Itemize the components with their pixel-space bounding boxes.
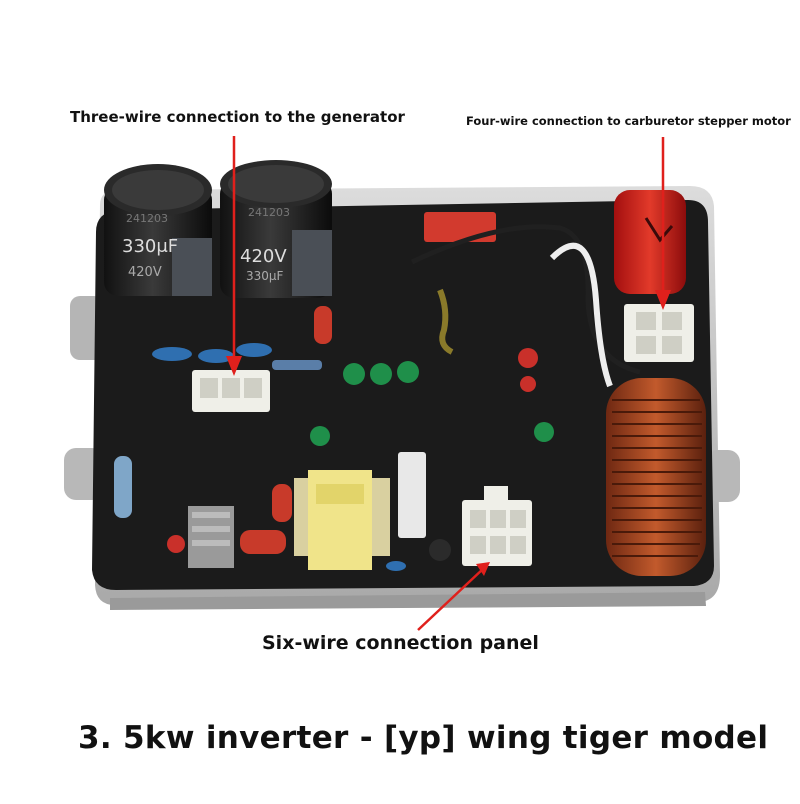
capacitor-left-code: 241203 (126, 212, 168, 225)
small-blue-capacitor (386, 561, 406, 571)
pin-header-connector (398, 452, 426, 538)
four-wire-connector[interactable] (624, 304, 694, 362)
green-capacitors (310, 361, 554, 446)
capacitor-right: 241203 420V 330μF (220, 160, 332, 298)
resistor-red (314, 306, 332, 344)
blue-capacitors (152, 343, 272, 363)
capacitor-left-capacitance: 330μF (122, 236, 178, 257)
small-black-capacitor (429, 539, 451, 561)
capacitor-left: 241203 330μF 420V (104, 164, 212, 296)
three-wire-connector[interactable] (192, 370, 270, 412)
four-wire-annotation: Four-wire connection to carburetor stepp… (466, 114, 791, 128)
vertical-resistor (114, 456, 132, 518)
film-capacitor-red (424, 212, 496, 242)
six-wire-annotation: Six-wire connection panel (262, 632, 539, 654)
small-red-capacitors (167, 348, 538, 553)
three-wire-annotation: Three-wire connection to the generator (70, 108, 405, 126)
capacitor-left-voltage: 420V (128, 265, 162, 280)
capacitor-right-voltage: 420V (240, 246, 287, 267)
capacitor-right-code: 241203 (248, 206, 290, 219)
annotation-arrows (226, 136, 671, 631)
capacitor-right-capacitance: 330μF (246, 269, 284, 283)
heatsink-transistor (188, 506, 234, 568)
red-capacitor-small (272, 484, 292, 522)
striped-resistor (272, 360, 322, 370)
transformer (294, 470, 390, 570)
glue-residue (437, 288, 454, 355)
product-caption: 3. 5kw inverter - [yp] wing tiger model (78, 720, 769, 756)
six-wire-connector[interactable] (462, 486, 532, 566)
white-wire (549, 242, 613, 388)
red-capacitor-large (614, 190, 686, 294)
red-capacitor-horizontal (240, 530, 286, 554)
copper-coil (606, 378, 706, 576)
